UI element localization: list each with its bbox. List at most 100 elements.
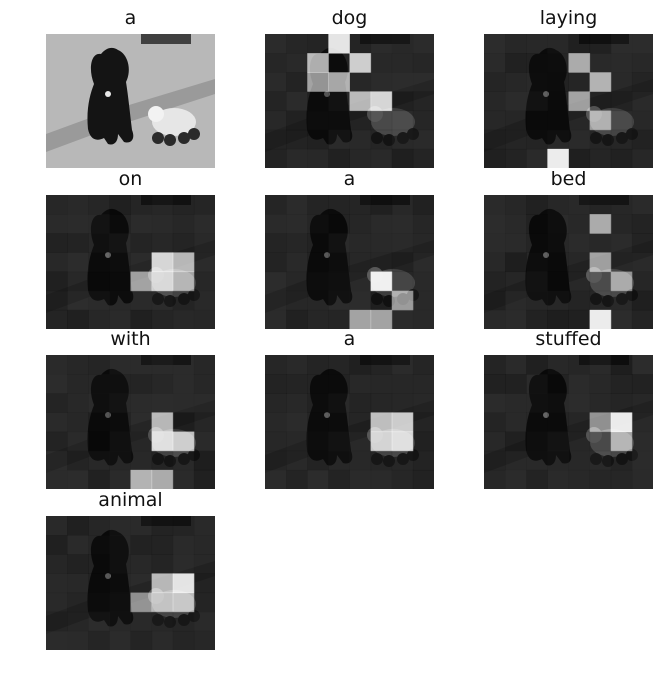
attention-cell (172, 195, 195, 215)
attention-cell (46, 592, 68, 613)
attention-cell (547, 233, 569, 253)
attention-cell (568, 34, 591, 54)
attention-cell (631, 309, 653, 329)
attention-cell (391, 214, 414, 234)
attention-cell (547, 252, 569, 273)
attention-cell (130, 214, 153, 234)
attention-cell (88, 469, 110, 489)
attention-cell (349, 374, 372, 394)
attention-cell (412, 91, 434, 112)
attention-cell (547, 431, 569, 452)
attention-cell (67, 469, 89, 489)
panel-word: dog (331, 7, 368, 29)
attention-cell (370, 450, 393, 471)
attention-cell (109, 195, 131, 215)
attention-cell (568, 129, 591, 150)
attention-cell (193, 309, 215, 329)
panel-word: on (118, 168, 143, 190)
attention-cell (631, 34, 653, 54)
attention-cell (151, 535, 174, 555)
attention-cell (391, 355, 414, 375)
attention-cell (172, 412, 195, 433)
attention-cell (328, 309, 350, 329)
attention-cell (370, 233, 393, 253)
attention-cell (568, 412, 591, 433)
attention-cell (109, 290, 131, 311)
attention-cell (151, 516, 174, 536)
attention-cell (307, 393, 329, 413)
attention-cell (505, 252, 527, 273)
attention-cell (412, 72, 434, 92)
attention-cell (610, 72, 633, 92)
attention-cell (412, 412, 434, 433)
attention-cell (349, 271, 372, 292)
attention-cell (547, 355, 569, 375)
attention-cell (151, 450, 174, 471)
attention-cell (484, 110, 506, 131)
attention-cell (172, 573, 195, 594)
attention-cell (193, 516, 215, 536)
attention-cell (286, 450, 308, 471)
attention-cell (370, 252, 393, 273)
attention-cell (610, 450, 633, 471)
attention-cell (484, 450, 506, 471)
attention-cell (391, 129, 414, 150)
attention-cell (265, 110, 287, 131)
attention-cell (286, 129, 308, 150)
attention-cell (130, 535, 153, 555)
attention-cell (505, 110, 527, 131)
attention-cell (286, 252, 308, 273)
attention-cell (526, 252, 548, 273)
attention-cell (67, 611, 89, 632)
attention-cell (484, 431, 506, 452)
attention-cell (130, 450, 153, 471)
attention-cell (391, 252, 414, 273)
attention-cell (46, 252, 68, 273)
attention-cell (109, 535, 131, 555)
attention-cell (547, 195, 569, 215)
attention-cell (349, 34, 372, 54)
attention-cell (265, 129, 287, 150)
attention-cell (193, 535, 215, 555)
attention-cell (370, 91, 393, 112)
attention-cell (484, 129, 506, 150)
attention-cell (547, 110, 569, 131)
attention-cell (286, 412, 308, 433)
attention-image (265, 34, 434, 168)
attention-cell (568, 252, 591, 273)
attention-cell (505, 271, 527, 292)
attention-cell (568, 355, 591, 375)
attention-map (46, 195, 215, 329)
attention-cell (391, 450, 414, 471)
attention-cell (589, 34, 612, 54)
attention-cell (505, 309, 527, 329)
attention-cell (412, 290, 434, 311)
attention-cell (589, 233, 612, 253)
attention-cell (370, 195, 393, 215)
attention-cell (631, 431, 653, 452)
attention-cell (265, 233, 287, 253)
attention-cell (130, 554, 153, 574)
attention-cell (307, 148, 329, 168)
attention-cell (307, 450, 329, 471)
attention-cell (328, 195, 350, 215)
attention-cell (328, 355, 350, 375)
attention-cell (349, 53, 372, 73)
attention-cell (328, 233, 350, 253)
attention-cell (172, 393, 195, 413)
attention-cell (193, 469, 215, 489)
attention-cell (484, 214, 506, 234)
attention-cell (412, 148, 434, 168)
attention-cell (484, 148, 506, 168)
attention-cell (484, 91, 506, 112)
attention-cell (631, 355, 653, 375)
attention-cell (328, 148, 350, 168)
attention-cell (88, 554, 110, 574)
attention-cell (286, 469, 308, 489)
attention-cell (631, 148, 653, 168)
attention-cell (151, 309, 174, 329)
attention-cell (505, 290, 527, 311)
attention-cell (109, 233, 131, 253)
attention-cell (265, 214, 287, 234)
attention-cell (67, 252, 89, 273)
